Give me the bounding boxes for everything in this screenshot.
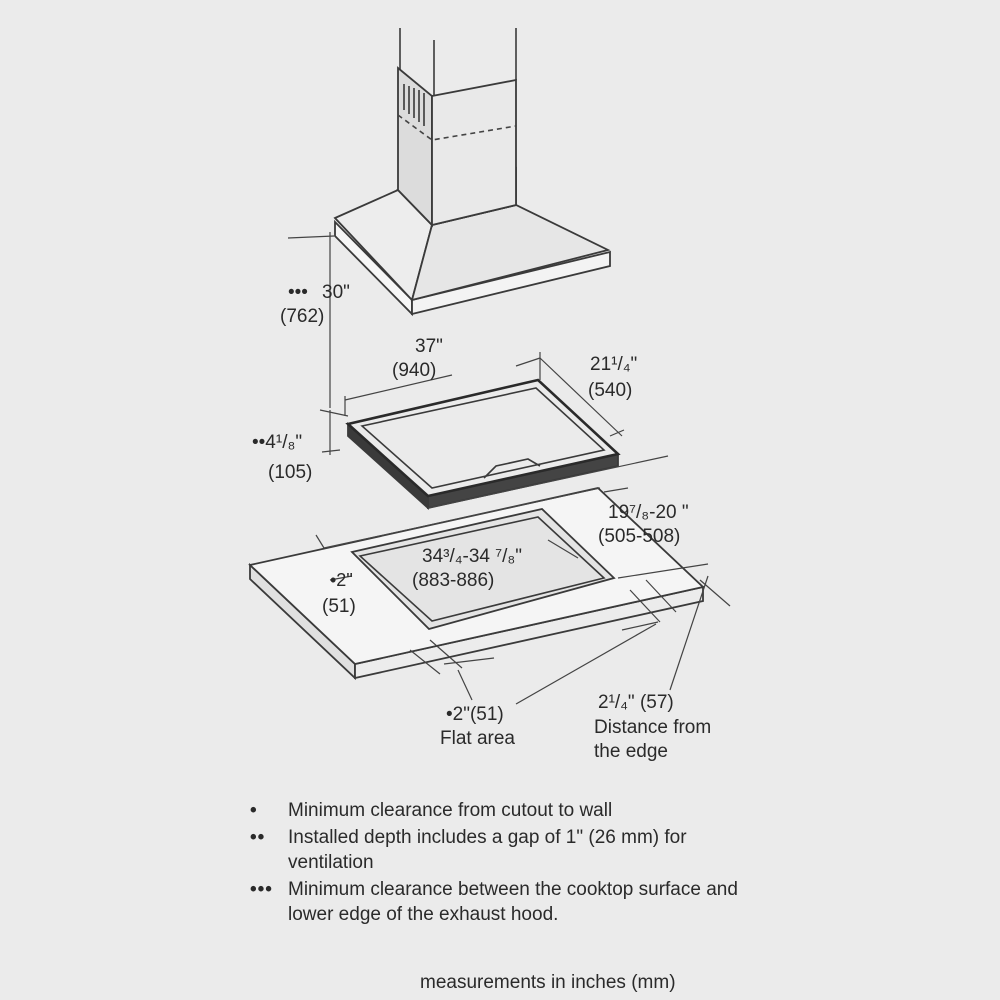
footnote-mark: • bbox=[250, 800, 258, 821]
footnote-text: Minimum clearance between the cooktop su… bbox=[288, 879, 738, 925]
cooktop-control-notch bbox=[483, 458, 541, 479]
countertop bbox=[248, 487, 705, 681]
dim-cutout-width-mm: (883-886) bbox=[412, 570, 494, 591]
vent-slots bbox=[403, 84, 425, 126]
dim-flat-area: •2"(51) bbox=[446, 704, 504, 725]
footnote: •• Installed depth includes a gap of 1" … bbox=[250, 825, 770, 875]
chimney-front bbox=[431, 78, 517, 227]
dim-cutout-depth: 19⁷/₈-20 " bbox=[608, 502, 689, 523]
dim-hood-height-mark: ••• bbox=[288, 282, 308, 303]
cooktop bbox=[345, 378, 621, 511]
dim-edge-distance: 2¹/₄" (57) bbox=[598, 692, 674, 713]
dim-hood-height-mm: (762) bbox=[280, 306, 324, 327]
hood-base-side bbox=[411, 250, 611, 316]
dim-hood-height: 30" bbox=[322, 282, 350, 303]
cutout-opening bbox=[350, 508, 616, 631]
dimension-lines bbox=[287, 232, 731, 705]
cooktop-glass bbox=[360, 387, 606, 489]
footnote: ••• Minimum clearance between the cookto… bbox=[250, 877, 770, 927]
footnotes: • Minimum clearance from cutout to wall … bbox=[250, 798, 770, 929]
measurement-units-note: measurements in inches (mm) bbox=[420, 972, 676, 993]
dim-depth: 21¹/₄" bbox=[590, 354, 637, 375]
cooktop-top bbox=[345, 378, 621, 498]
dim-edge-distance-label-1: Distance from bbox=[594, 717, 711, 738]
dim-edge-distance-label-2: the edge bbox=[594, 741, 668, 762]
dim-cutout-width: 34³/₄-34 ⁷/₈" bbox=[422, 546, 522, 567]
footnote-mark: ••• bbox=[250, 879, 273, 900]
cooktop-side bbox=[347, 421, 429, 511]
dim-installed-depth: ••4¹/₈" bbox=[252, 432, 302, 453]
footnote-mark: •• bbox=[250, 827, 266, 848]
exhaust-hood bbox=[333, 28, 611, 317]
dim-wall-clearance: •2" bbox=[330, 570, 353, 590]
footnote-text: Minimum clearance from cutout to wall bbox=[288, 800, 613, 821]
dim-flat-area-label: Flat area bbox=[440, 728, 515, 749]
dim-width: 37" bbox=[415, 336, 443, 357]
footnote: • Minimum clearance from cutout to wall bbox=[250, 798, 770, 823]
dim-cutout-depth-mm: (505-508) bbox=[598, 526, 680, 547]
dimension-labels: ••• 30" (762) 37" (940) 21¹/₄" (540) ••4… bbox=[252, 282, 711, 762]
dim-width-mm: (940) bbox=[392, 360, 436, 381]
dim-wall-clearance-mm: (51) bbox=[322, 596, 356, 617]
dim-depth-mm: (540) bbox=[588, 380, 632, 401]
dim-installed-depth-mm: (105) bbox=[268, 462, 312, 483]
footnote-text: Installed depth includes a gap of 1" (26… bbox=[288, 827, 687, 873]
cutout-inner bbox=[358, 516, 606, 622]
